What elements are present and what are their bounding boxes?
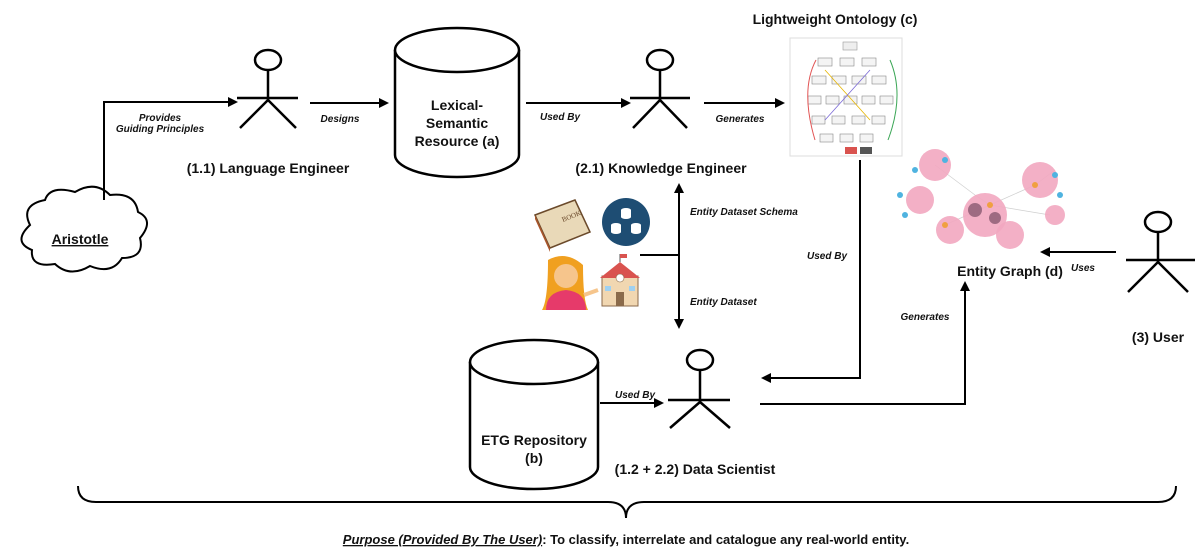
provides-label-line2: Guiding Principles <box>116 124 205 135</box>
entity-dataset-label: Entity Dataset <box>690 297 757 308</box>
designs-label: Designs <box>321 114 360 125</box>
entity-dataset-schema-label: Entity Dataset Schema <box>690 207 798 218</box>
lexical-line2: Semantic <box>426 115 488 131</box>
provides-arrow <box>103 97 238 200</box>
aristotle-cloud <box>20 185 148 273</box>
etg-line1: ETG Repository <box>481 432 587 448</box>
school-icon <box>600 254 640 307</box>
generates-label-2: Generates <box>901 312 950 323</box>
ontology-title: Lightweight Ontology (c) <box>753 11 918 27</box>
data-scientist-actor <box>668 348 731 429</box>
user-label: (3) User <box>1132 329 1185 345</box>
used-by-label-2: Used By <box>615 390 655 401</box>
purpose-statement: Purpose (Provided By The User): To class… <box>343 532 909 547</box>
person-tipping-hand-icon <box>542 256 599 310</box>
aristotle-label: Aristotle <box>52 231 109 247</box>
database-icon <box>602 198 650 246</box>
lexical-line1: Lexical- <box>431 97 483 113</box>
purpose-text: : To classify, interrelate and catalogue… <box>542 532 909 547</box>
used-by-arrow-3 <box>761 160 861 383</box>
etg-line2: (b) <box>525 450 543 466</box>
etg-repository-cylinder <box>468 338 600 491</box>
ontology-image <box>789 37 903 157</box>
generates-label-1: Generates <box>716 114 765 125</box>
lexical-semantic-resource-cylinder <box>393 26 521 179</box>
entity-graph-label: Entity Graph (d) <box>957 263 1063 279</box>
generates-arrow-2 <box>760 281 970 405</box>
knowledge-engineer-label: (2.1) Knowledge Engineer <box>575 160 747 176</box>
used-by-label-1: Used By <box>540 112 580 123</box>
uses-label: Uses <box>1071 263 1095 274</box>
language-engineer-label: (1.1) Language Engineer <box>187 160 350 176</box>
data-scientist-label: (1.2 + 2.2) Data Scientist <box>615 461 776 477</box>
lexical-line3: Resource (a) <box>415 133 500 149</box>
bottom-brace <box>77 485 1177 519</box>
used-by-label-3: Used By <box>807 251 847 262</box>
purpose-label: Purpose (Provided By The User) <box>343 532 542 547</box>
user-actor <box>1126 210 1195 293</box>
provides-label-line1: Provides <box>139 113 182 124</box>
knowledge-engineer-actor <box>630 48 690 129</box>
language-engineer-actor <box>237 48 298 129</box>
entity-graph-image <box>897 149 1065 249</box>
book-icon: BOOK <box>533 199 592 252</box>
